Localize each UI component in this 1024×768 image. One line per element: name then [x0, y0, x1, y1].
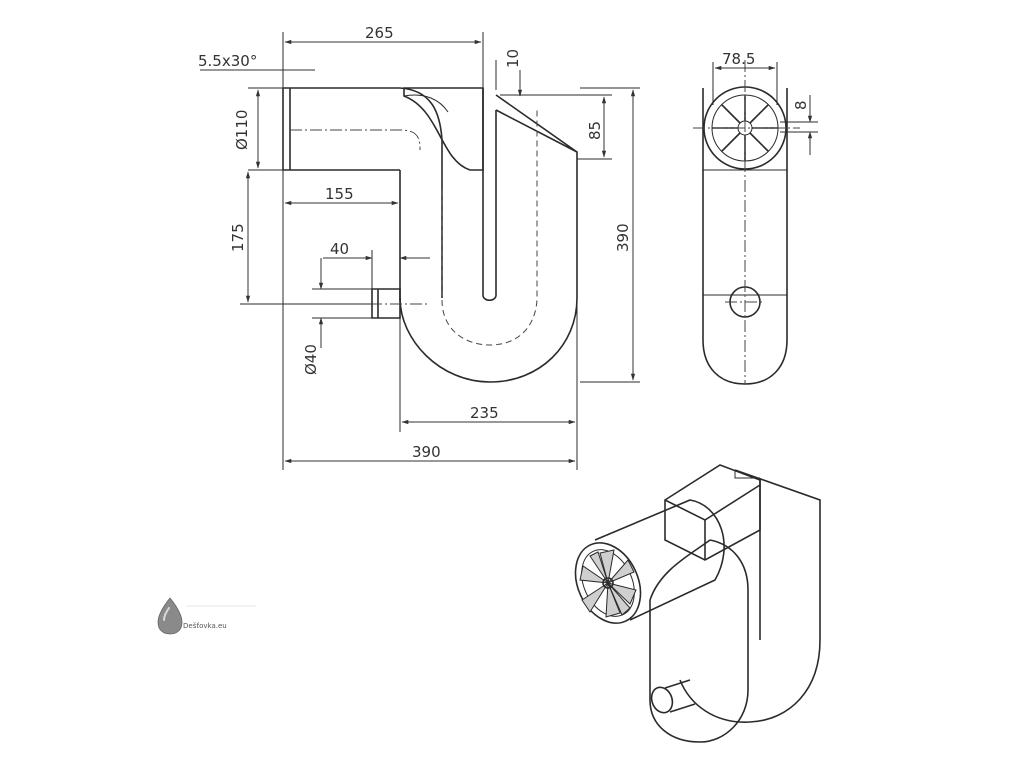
dim-85: 85 — [586, 121, 604, 140]
brand-name: Dešťovka.eu — [183, 621, 227, 630]
isometric-view — [574, 464, 821, 743]
iso-grille-segments — [579, 549, 637, 618]
dim-d110: Ø110 — [233, 110, 251, 150]
front-dimensions: 265 5.5x30° 10 Ø110 85 390 155 175 — [198, 24, 640, 470]
side-dimensions: 78.5 8 — [712, 50, 818, 155]
dim-40: 40 — [330, 240, 349, 258]
dim-78-5: 78.5 — [722, 50, 755, 68]
dim-10: 10 — [504, 49, 522, 68]
dim-d40: Ø40 — [302, 344, 320, 375]
brand-logo: Dešťovka.eu — [157, 597, 256, 635]
front-view — [282, 87, 578, 383]
dim-175: 175 — [229, 223, 247, 252]
dim-155: 155 — [325, 185, 354, 203]
side-view — [693, 60, 800, 385]
dim-265: 265 — [365, 24, 394, 42]
dim-390-horizontal: 390 — [412, 443, 441, 461]
dim-8: 8 — [792, 100, 810, 110]
dim-235: 235 — [470, 404, 499, 422]
dim-chamfer: 5.5x30° — [198, 52, 257, 70]
water-drop-icon — [157, 597, 183, 635]
dim-390-vertical: 390 — [614, 223, 632, 252]
